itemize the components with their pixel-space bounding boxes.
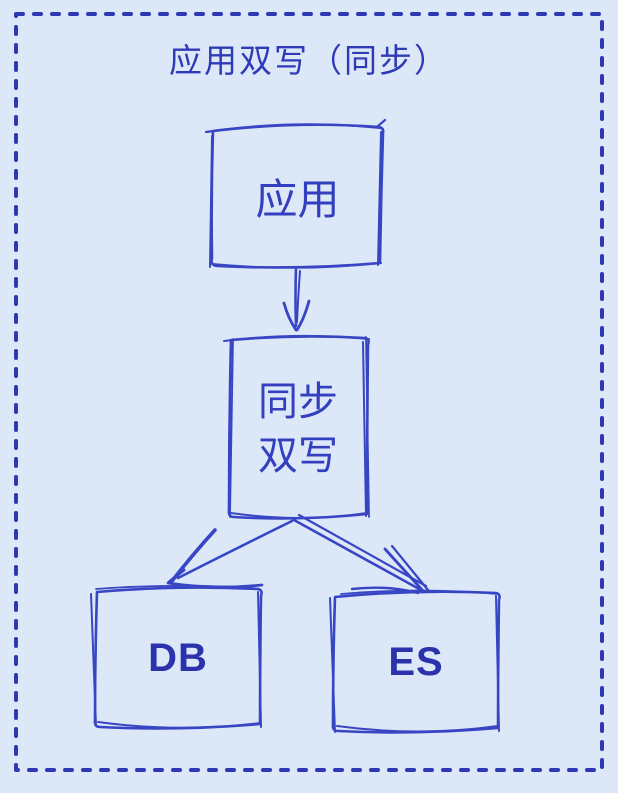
db-box-outline	[90, 584, 263, 730]
node-app-label: 应用	[255, 176, 340, 223]
es-box-outline	[329, 589, 501, 734]
dashed-frame	[14, 12, 604, 772]
node-sync-dual-write-line2: 双写	[258, 433, 338, 478]
arrow-app-to-sync-dual-write	[282, 266, 311, 332]
node-db-label: DB	[148, 635, 208, 680]
arrow-sync-dual-write-to-db	[166, 519, 294, 589]
diagram-title: 应用双写（同步）	[169, 42, 449, 79]
node-sync-dual-write-line1: 同步	[258, 379, 338, 424]
node-es-label: ES	[388, 639, 444, 684]
arrow-sync-dual-write-to-es	[292, 513, 430, 595]
node-sync-dual-write-label: 同步 双写	[228, 338, 368, 519]
sync-dual-write-box-outline	[223, 334, 370, 520]
